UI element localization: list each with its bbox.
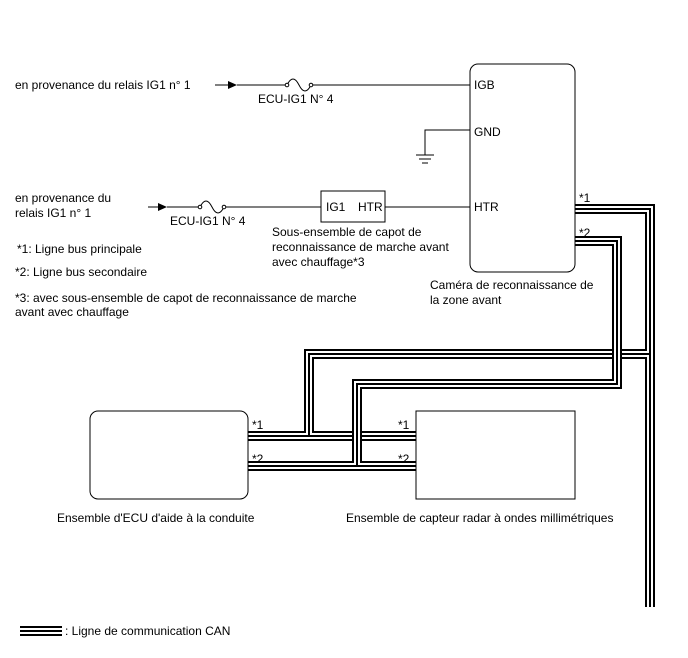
fuse-top-label: ECU-IG1 N° 4 — [258, 92, 334, 106]
can-legend-label: : Ligne de communication CAN — [65, 624, 230, 638]
fuse-bottom-terminal-right — [221, 204, 227, 210]
camera-pin-gnd: GND — [474, 125, 501, 139]
fuse-top-terminal-left — [284, 82, 290, 88]
htr-source-label-1: en provenance du — [15, 191, 111, 205]
note-3-line-1: *3: avec sous-ensemble de capot de recon… — [15, 291, 357, 305]
fuse-bottom-label: ECU-IG1 N° 4 — [170, 214, 246, 228]
radar-mark-2: *2 — [398, 452, 410, 466]
camera-mark-1: *1 — [579, 191, 591, 205]
ecu-mark-1: *1 — [252, 418, 264, 432]
camera-pin-htr: HTR — [474, 200, 499, 214]
front-camera-box — [469, 63, 576, 273]
note-3-line-2: avant avec chauffage — [15, 305, 129, 319]
camera-mark-2: *2 — [579, 226, 591, 240]
note-1: *1: Ligne bus principale — [17, 242, 142, 256]
hood-label-3: avec chauffage*3 — [272, 255, 365, 269]
ecu-mark-2: *2 — [252, 452, 264, 466]
hood-label-1: Sous-ensemble de capot de — [272, 225, 422, 239]
htr-source-arrow — [148, 203, 167, 211]
fuse-bottom-icon — [199, 200, 225, 214]
radar-label: Ensemble de capteur radar à ondes millim… — [346, 511, 613, 525]
radar-mark-1: *1 — [398, 418, 410, 432]
htr-source-label-2: relais IG1 n° 1 — [15, 206, 91, 220]
hood-pin-ig1: IG1 — [326, 200, 346, 214]
radar-sensor-box — [415, 410, 576, 500]
camera-label-1: Caméra de reconnaissance de — [430, 278, 594, 292]
fuse-top-icon — [286, 78, 312, 92]
igb-source-arrow — [215, 81, 237, 89]
camera-label-2: la zone avant — [430, 293, 502, 307]
ecu-label: Ensemble d'ECU d'aide à la conduite — [57, 511, 255, 525]
igb-source-label: en provenance du relais IG1 n° 1 — [15, 78, 191, 92]
ground-icon — [416, 129, 470, 164]
driving-assist-ecu-box — [89, 410, 249, 500]
camera-pin-igb: IGB — [474, 78, 495, 92]
can-bus-harness — [248, 204, 655, 607]
hood-pin-htr: HTR — [358, 200, 383, 214]
note-2: *2: Ligne bus secondaire — [15, 265, 147, 279]
hood-label-2: reconnaissance de marche avant — [272, 240, 449, 254]
fuse-bottom-terminal-left — [197, 204, 203, 210]
fuse-top-terminal-right — [308, 82, 314, 88]
